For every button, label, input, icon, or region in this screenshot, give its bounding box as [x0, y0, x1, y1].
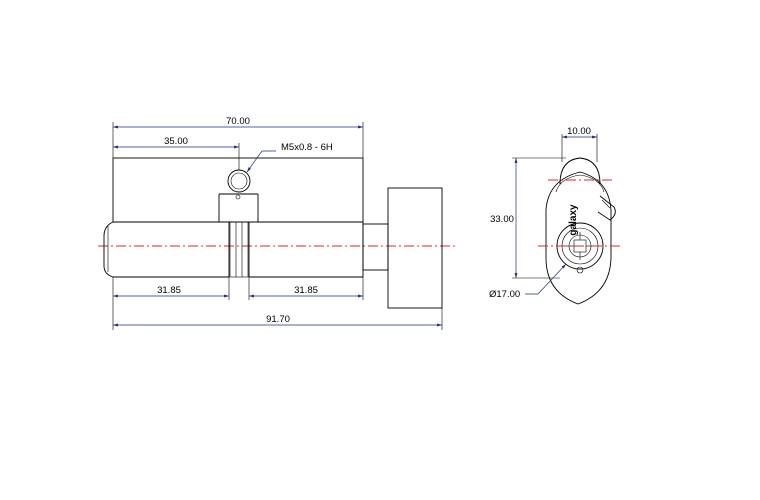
thread-leader — [246, 150, 276, 173]
diameter-leader — [525, 263, 567, 295]
dim-overall-label: 91.70 — [266, 314, 290, 325]
front-wing — [597, 195, 616, 221]
dim-35-label: 35.00 — [164, 136, 188, 147]
lower-pin — [576, 266, 584, 274]
front-knob-outline — [545, 171, 612, 305]
fixing-screw-hole — [227, 169, 251, 193]
right-body — [248, 221, 364, 278]
side-view: 70.00 35.00 M5x0.8 - 6H 31.85 31.85 91.7… — [98, 116, 456, 330]
dim-left-body-label: 31.85 — [157, 285, 181, 296]
left-end-cap — [103, 221, 114, 278]
thread-label: M5x0.8 - 6H — [281, 142, 333, 153]
thumb-turn-shaft — [362, 223, 389, 271]
dim-right-body-label: 31.85 — [294, 285, 318, 296]
thumb-turn-knob — [387, 187, 443, 309]
left-body — [113, 221, 230, 278]
diameter-label: Ø17.00 — [489, 289, 520, 300]
dim-70-label: 70.00 — [226, 116, 250, 127]
dim-10-label: 10.00 — [567, 126, 591, 137]
front-view: galaxy 10.00 33.00 Ø17.00 — [489, 126, 622, 305]
brand-text: galaxy — [568, 204, 579, 236]
dim-33-label: 33.00 — [490, 214, 514, 225]
cam — [218, 193, 259, 222]
upper-housing — [112, 157, 364, 223]
